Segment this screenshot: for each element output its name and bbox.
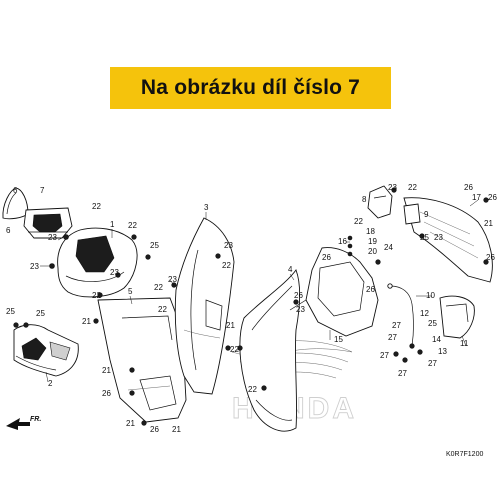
callout-23a: 23 (48, 233, 57, 242)
callout-21b: 21 (226, 321, 235, 330)
callout-8: 8 (362, 195, 367, 204)
front-direction-label: FR. (30, 416, 41, 423)
banner-title: Na obrázku díl číslo 7 (140, 76, 361, 99)
callout-22c: 22 (92, 291, 101, 300)
callout-25d: 25 (420, 233, 429, 242)
callout-27b: 27 (388, 333, 397, 342)
callout-16: 16 (338, 237, 347, 246)
callout-26e: 26 (366, 285, 375, 294)
callout-3: 3 (204, 203, 209, 212)
callout-22g: 22 (230, 345, 239, 354)
callout-19: 19 (368, 237, 377, 246)
callout-25b: 25 (6, 307, 15, 316)
part-4-side-panel (239, 269, 301, 432)
part-11-right-panel (439, 295, 475, 339)
part-10-cable (387, 283, 414, 347)
callout-10: 10 (426, 291, 435, 300)
callout-2: 2 (48, 379, 53, 388)
callout-26d: 26 (322, 253, 331, 262)
callout-24: 24 (384, 243, 393, 252)
part-17-right-cover (403, 197, 493, 283)
callout-23d: 23 (168, 275, 177, 284)
fastener-clips (13, 187, 489, 426)
callout-26c: 26 (294, 291, 303, 300)
callout-21f: 21 (484, 219, 493, 228)
callout-22b: 22 (128, 221, 137, 230)
callout-26b: 26 (150, 425, 159, 434)
callout-27d: 27 (398, 369, 407, 378)
callout-1: 1 (110, 220, 115, 229)
callout-23f: 23 (296, 305, 305, 314)
callout-14: 14 (432, 335, 441, 344)
callout-26a: 26 (102, 389, 111, 398)
callout-26f: 26 (464, 183, 473, 192)
leader-lines (40, 199, 479, 383)
callout-25e: 25 (428, 319, 437, 328)
callout-17: 17 (472, 193, 481, 202)
callout-21a: 21 (82, 317, 91, 326)
callout-22d: 22 (154, 283, 163, 292)
callout-13: 13 (438, 347, 447, 356)
callout-21c: 21 (102, 366, 111, 375)
callout-22i: 22 (354, 217, 363, 226)
callout-23h: 23 (434, 233, 443, 242)
callout-22j: 22 (408, 183, 417, 192)
callout-22h: 22 (248, 385, 257, 394)
callout-18: 18 (366, 227, 375, 236)
callout-21e: 21 (172, 425, 181, 434)
callout-11: 11 (460, 339, 469, 348)
callout-4: 4 (288, 265, 293, 274)
callout-5: 5 (128, 287, 133, 296)
part-8-upper-bracket (367, 185, 393, 219)
callout-22a: 22 (92, 202, 101, 211)
callout-20: 20 (368, 247, 377, 256)
callout-26h: 26 (486, 253, 495, 262)
part-15-inner-frame (289, 247, 379, 337)
callout-25a: 25 (150, 241, 159, 250)
callout-23e: 23 (224, 241, 233, 250)
front-direction-arrow: FR. (6, 416, 41, 430)
part-5-inner-cover (97, 297, 187, 423)
callout-23c: 23 (110, 268, 119, 277)
callout-22f: 22 (222, 261, 231, 270)
callout-25c: 25 (36, 309, 45, 318)
callout-27c: 27 (380, 351, 389, 360)
callout-6: 6 (13, 186, 18, 195)
part-1-upper-cowl (57, 227, 138, 298)
callout-27a: 27 (392, 321, 401, 330)
callout-21d: 21 (126, 419, 135, 428)
callout-12: 12 (420, 309, 429, 318)
callout-27e: 27 (428, 359, 437, 368)
callout-23b: 23 (30, 262, 39, 271)
callout-6-label: 6 (6, 226, 11, 235)
callout-15: 15 (334, 335, 343, 344)
part-number-banner: Na obrázku díl číslo 7 (110, 67, 391, 109)
part-6-windscreen-cap (2, 187, 29, 220)
callout-7: 7 (40, 186, 45, 195)
callout-23g: 23 (388, 183, 397, 192)
callout-labels: 6 7 6 23 23 22 1 22 25 23 22 5 21 25 25 … (6, 183, 497, 434)
diagram-code: K0R7F1200 (446, 451, 483, 458)
part-3-side-panel (174, 217, 235, 395)
part-2-headlight-cover (13, 324, 79, 377)
callout-26g: 26 (488, 193, 497, 202)
callout-9: 9 (424, 210, 429, 219)
callout-22e: 22 (158, 305, 167, 314)
part-9-bracket (403, 203, 421, 225)
